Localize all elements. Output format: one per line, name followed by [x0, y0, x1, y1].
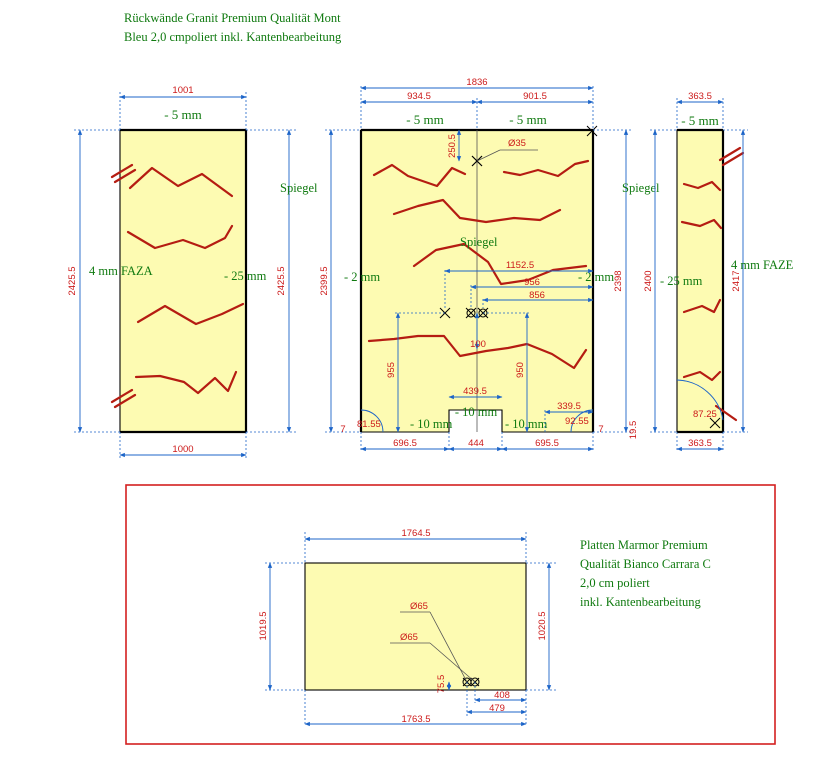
- dim-lower-top: 1764.5: [401, 528, 430, 539]
- label-spiegel-mid-right: Spiegel: [622, 181, 660, 195]
- lower-text-line-1: Platten Marmor Premium: [580, 538, 708, 552]
- dim-left-height: 2425.5: [67, 266, 78, 295]
- dim-lower-right: 1020.5: [537, 611, 548, 640]
- dim-mid-right-top: 901.5: [523, 91, 547, 102]
- edge-right-top: - 5 mm: [681, 113, 719, 128]
- dim-bottom-mid: 444: [468, 438, 484, 449]
- dim-mid-left-height: 2399.5: [319, 266, 330, 295]
- lower-text-line-2: Qualität Bianco Carrara C: [580, 557, 711, 571]
- dim-small-left: 7: [340, 424, 345, 435]
- lower-text-line-3: 2,0 cm poliert: [580, 576, 650, 590]
- dim-side-right: 19.5: [628, 421, 639, 440]
- dim-left-bottom: 1000: [172, 444, 193, 455]
- dim-right-radius: 87.25: [693, 409, 717, 420]
- edge-mid-bottom-left: - 10 mm: [410, 417, 453, 431]
- edge-mid-right: - 2 mm: [578, 270, 614, 284]
- dim-left-height-right: 2425.5: [276, 266, 287, 295]
- vein: [134, 370, 238, 395]
- hole-lower-2: Ø65: [400, 632, 418, 643]
- label-spiegel-left: Spiegel: [280, 181, 318, 195]
- title-line-1: Rückwände Granit Premium Qualität Mont: [124, 11, 341, 25]
- vein: [682, 370, 722, 382]
- dim-1152: 1152.5: [506, 260, 534, 271]
- dim-lower-left: 1019.5: [258, 611, 269, 640]
- dim-lower-479: 479: [489, 703, 505, 714]
- vein: [128, 166, 234, 198]
- lower-frame: [125, 484, 776, 745]
- edge-left-25mm: - 25 mm: [224, 269, 267, 283]
- dim-hole-top: 250.5: [447, 134, 458, 158]
- edge-left-faza: 4 mm FAZA: [89, 264, 153, 278]
- dim-radius-left: 81.55: [357, 419, 381, 430]
- vein: [680, 218, 723, 230]
- dim-mid-left-top: 934.5: [407, 91, 431, 102]
- vein: [682, 298, 722, 314]
- dim-radius-right: 92.55: [565, 416, 589, 427]
- dim-small-right: 7: [598, 424, 603, 435]
- dim-bottom-right: 695.5: [535, 438, 559, 449]
- dim-cutout-width: 439.5: [463, 386, 487, 397]
- vein: [392, 198, 562, 224]
- edge-right-25mm: - 25 mm: [660, 274, 703, 288]
- dim-right-right-height: 2417: [731, 270, 742, 291]
- dim-bottom-left: 696.5: [393, 438, 417, 449]
- vein: [682, 180, 722, 192]
- label-spiegel-center: Spiegel: [460, 235, 498, 249]
- dim-955: 955: [386, 362, 397, 378]
- vein: [136, 302, 245, 326]
- dim-right-bottom: 363.5: [688, 438, 712, 449]
- edge-right-faze: 4 mm FAZE: [731, 258, 794, 272]
- lower-text-line-4: inkl. Kantenbearbeitung: [580, 595, 702, 609]
- panel-lower: 1764.5 1019.5 1020.5 Ø65 Ø65 75.5 408 47…: [258, 528, 556, 727]
- dim-lower-bottom: 1763.5: [401, 714, 430, 725]
- hole-top-label: Ø35: [508, 138, 526, 149]
- title-line-2: Bleu 2,0 cmpoliert inkl. Kantenbearbeitu…: [124, 30, 342, 44]
- dim-339: 339.5: [557, 401, 581, 412]
- dim-left-top: 1001: [172, 85, 193, 96]
- panel-middle: 1836 934.5 901.5 - 5 mm - 5 mm Ø35 250.5…: [319, 77, 660, 452]
- dim-lower-408: 408: [494, 690, 510, 701]
- dim-right-left-height: 2400: [643, 270, 654, 291]
- dim-956: 956: [524, 277, 540, 288]
- dim-right-top: 363.5: [688, 91, 712, 102]
- vein: [502, 159, 590, 178]
- panel-left: 1001 - 5 mm 2425.5 4 mm FAZA 2425.5 - 25…: [67, 85, 318, 458]
- dim-100: 100: [470, 339, 486, 350]
- hole-lower-1: Ø65: [410, 601, 428, 612]
- dim-mid-right-height: 2398: [613, 270, 624, 291]
- dim-856: 856: [529, 290, 545, 301]
- edge-mid-top-right: - 5 mm: [509, 112, 547, 127]
- panel-right: 363.5 - 5 mm 2400 - 25 mm 2417 4 mm FAZE…: [643, 91, 794, 452]
- edge-mid-bottom-right: - 10 mm: [505, 417, 548, 431]
- edge-mid-top-left: - 5 mm: [406, 112, 444, 127]
- vein: [367, 334, 588, 370]
- edge-mid-left: - 2 mm: [344, 270, 380, 284]
- dim-lower-small: 75.5: [436, 675, 447, 694]
- panel-right-slab: [676, 129, 724, 433]
- dim-950: 950: [515, 362, 526, 378]
- dim-mid-total: 1836: [466, 77, 487, 88]
- vein: [126, 224, 234, 250]
- vein: [372, 163, 467, 188]
- panel-lower-slab: [304, 562, 527, 691]
- edge-left-top: - 5 mm: [164, 107, 202, 122]
- edge-cutout: - 10 mm: [455, 405, 498, 419]
